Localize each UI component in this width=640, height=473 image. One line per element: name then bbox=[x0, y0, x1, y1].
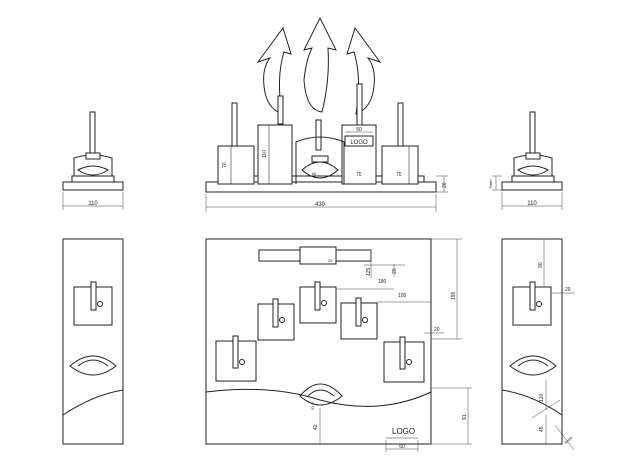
right-dim-20: 20 bbox=[565, 287, 571, 293]
dim-42: 42 bbox=[313, 424, 319, 430]
left-arrow-shape bbox=[256, 26, 292, 115]
bottom-logo-text: LOGO bbox=[392, 427, 415, 436]
right-side-panel: 90 20 120 45 8mm bbox=[501, 238, 575, 451]
dim-180: 180 bbox=[378, 279, 387, 285]
center-arrow-shape bbox=[303, 16, 337, 113]
box-label-3: 40 bbox=[312, 172, 318, 178]
right-dim-45: 45 bbox=[539, 426, 545, 432]
right-side-width-label: 110 bbox=[527, 201, 537, 207]
right-arrow-shape bbox=[346, 26, 382, 115]
box-label-4: 70 bbox=[356, 172, 362, 178]
logo-box-width-label: 50 bbox=[356, 127, 362, 133]
right-dim-120: 120 bbox=[539, 393, 545, 402]
box-label-5: 70 bbox=[396, 172, 402, 178]
dim-91: 91 bbox=[462, 414, 468, 420]
right-dim-90: 90 bbox=[538, 262, 544, 268]
dim-25: 25 bbox=[328, 258, 333, 263]
base-height-label: 20 bbox=[442, 182, 448, 188]
dim-60: 60 bbox=[399, 444, 405, 450]
front-width-label: 430 bbox=[315, 202, 326, 208]
front-logo-text: LOGO bbox=[350, 140, 368, 146]
left-side-elevation: 110 bbox=[62, 111, 124, 210]
center-back-panel: 25 125 180 100 20 20 195 91 60 42 52.5 L… bbox=[205, 238, 472, 452]
box-label-1: 70 bbox=[222, 162, 228, 168]
front-elevation: 70 110 40 70 70 50 LOGO 20 430 bbox=[205, 16, 448, 212]
dim-52-5: 52.5 bbox=[310, 401, 315, 410]
left-side-width-label: 110 bbox=[88, 201, 98, 207]
dim-100: 100 bbox=[398, 293, 407, 299]
dim-125: 125 bbox=[366, 267, 372, 276]
right-side-elevation: 5mm 110 bbox=[488, 111, 563, 210]
box-label-2: 110 bbox=[262, 150, 268, 158]
right-side-small-label: 5mm bbox=[488, 179, 493, 189]
left-side-panel bbox=[62, 238, 124, 445]
dim-20-b: 20 bbox=[434, 327, 440, 333]
dim-195: 195 bbox=[451, 291, 457, 300]
right-dim-8mm: 8mm bbox=[563, 435, 574, 445]
dim-20-a: 20 bbox=[392, 268, 398, 274]
